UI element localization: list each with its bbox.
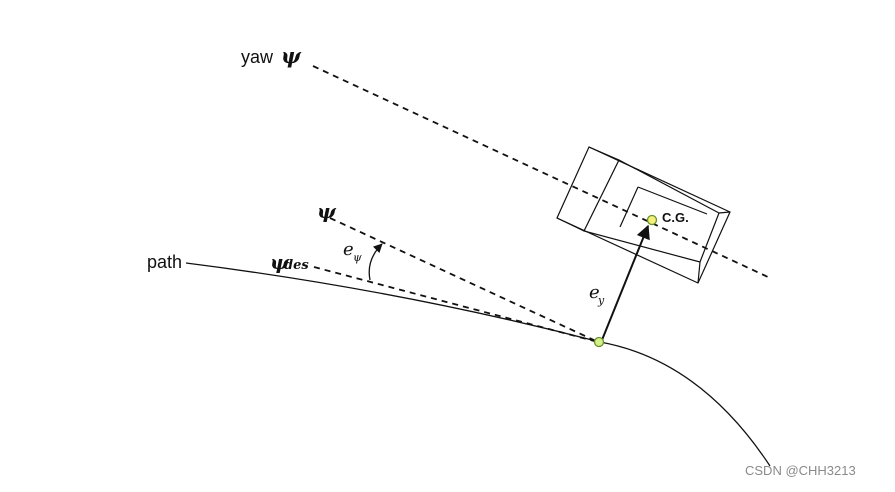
psi-des-line (313, 266, 599, 343)
vehicle-box (556, 146, 731, 284)
e-y-subscript: y (598, 294, 605, 307)
yaw-label: yaw (241, 47, 274, 67)
path-reference-point (593, 336, 605, 348)
cg-label: C.G. (662, 210, 689, 225)
e-psi-angle-arc (368, 243, 383, 281)
yaw-psi-symbol: ψ (281, 43, 301, 68)
e-y-label: e (589, 282, 600, 303)
path-curve (185, 262, 771, 467)
psi-label: ψ (317, 199, 336, 223)
e-y-arrow (601, 224, 650, 341)
psi-des-subscript: des (284, 258, 309, 273)
psi-line (329, 217, 599, 343)
e-psi-label: e (343, 239, 354, 260)
psi-des-label: ψ (270, 250, 289, 274)
watermark: CSDN @CHH3213 (745, 463, 856, 478)
path-label: path (147, 252, 183, 272)
cg-point (646, 214, 658, 226)
e-psi-subscript: ψ (353, 251, 362, 264)
